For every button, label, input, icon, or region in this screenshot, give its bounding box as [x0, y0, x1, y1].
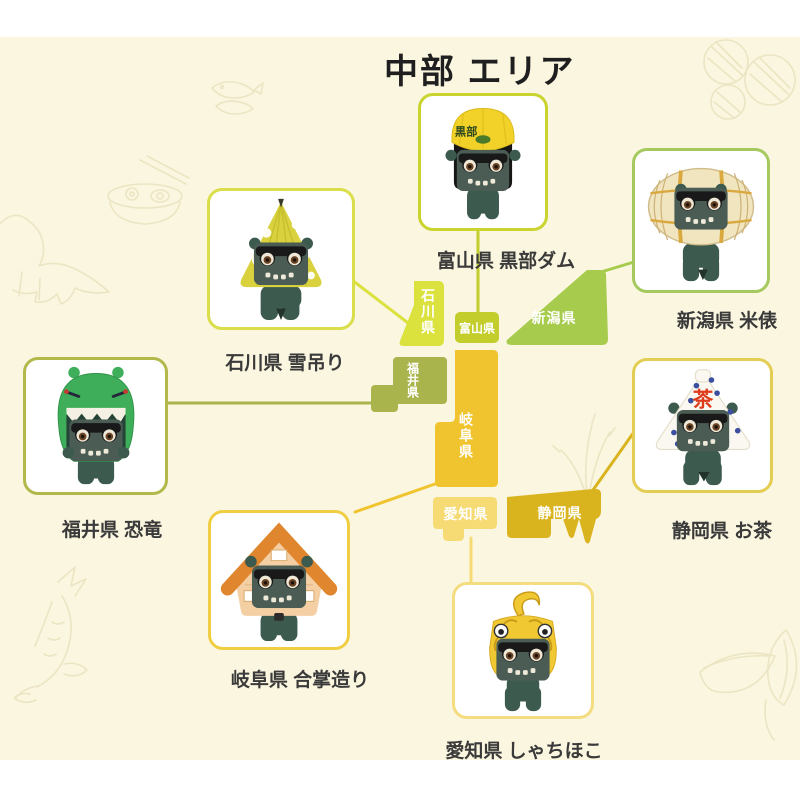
watermark-fish-pair-icon	[211, 80, 264, 115]
helmet-text: 黒部	[455, 125, 478, 139]
tea-kanji-text: 茶	[692, 387, 713, 411]
connector-ishikawa	[350, 278, 414, 328]
map-label-niigata: 新潟県	[531, 310, 577, 326]
watermark-dinosaur-icon	[0, 214, 110, 305]
plush-toyama-kurobe-dam-icon: 黒部	[445, 108, 521, 220]
map-region-shizuoka[interactable]	[507, 488, 601, 544]
card-fukui[interactable]	[23, 357, 168, 495]
map-label-shizuoka: 静岡県	[537, 505, 583, 521]
card-aichi[interactable]	[452, 582, 594, 719]
watermark-rice-bales-icon	[703, 39, 796, 120]
caption-shizuoka: 静岡県 お茶	[671, 521, 773, 542]
map-label-aichi: 愛知県	[443, 506, 489, 522]
page-title: 中部 エリア	[384, 53, 576, 91]
caption-gifu: 岐阜県 合掌造り	[230, 670, 370, 691]
caption-niigata: 新潟県 米俵	[676, 311, 778, 332]
plush-niigata-rice-bale-icon	[647, 167, 755, 281]
map-region-fukui[interactable]	[371, 357, 447, 412]
map-label-toyama: 富山県	[458, 321, 496, 336]
map-region-aichi[interactable]	[433, 497, 497, 541]
plush-aichi-shachihoko-icon	[489, 590, 557, 711]
card-shizuoka[interactable]: 茶	[632, 358, 773, 493]
plush-shizuoka-tea-icon: 茶	[655, 368, 750, 485]
plush-gifu-gassho-house-icon	[220, 522, 338, 642]
map-region-niigata[interactable]	[506, 270, 608, 345]
card-ishikawa[interactable]	[207, 188, 355, 330]
map-region-toyama[interactable]	[455, 312, 499, 343]
caption-fukui: 福井県 恐竜	[61, 520, 163, 541]
watermark-koi-icon	[14, 566, 88, 704]
watermark-tea-leaves-icon	[699, 629, 798, 741]
map-region-ishikawa[interactable]	[399, 281, 445, 346]
connector-niigata	[599, 260, 636, 274]
map-label-ishikawa: 石川県	[420, 288, 436, 336]
map-label-gifu: 岐阜県	[458, 412, 474, 460]
connector-shizuoka	[591, 430, 636, 492]
plush-ishikawa-yukitsuri-icon	[240, 198, 322, 321]
connector-gifu	[353, 482, 437, 514]
watermark-ramen-bowl-icon	[107, 155, 190, 225]
plush-fukui-dinosaur-icon	[57, 366, 134, 485]
watermark-pampas-grass-icon	[552, 413, 616, 503]
map-region-gifu[interactable]	[435, 350, 498, 487]
card-toyama[interactable]: 黒部	[418, 93, 548, 231]
caption-ishikawa: 石川県 雪吊り	[225, 353, 345, 374]
caption-toyama: 富山県 黒部ダム	[436, 251, 576, 272]
card-niigata[interactable]	[632, 148, 770, 293]
card-gifu[interactable]	[208, 510, 350, 650]
map-label-fukui: 福井県	[405, 362, 420, 398]
caption-aichi: 愛知県 しゃちほこ	[445, 741, 603, 762]
